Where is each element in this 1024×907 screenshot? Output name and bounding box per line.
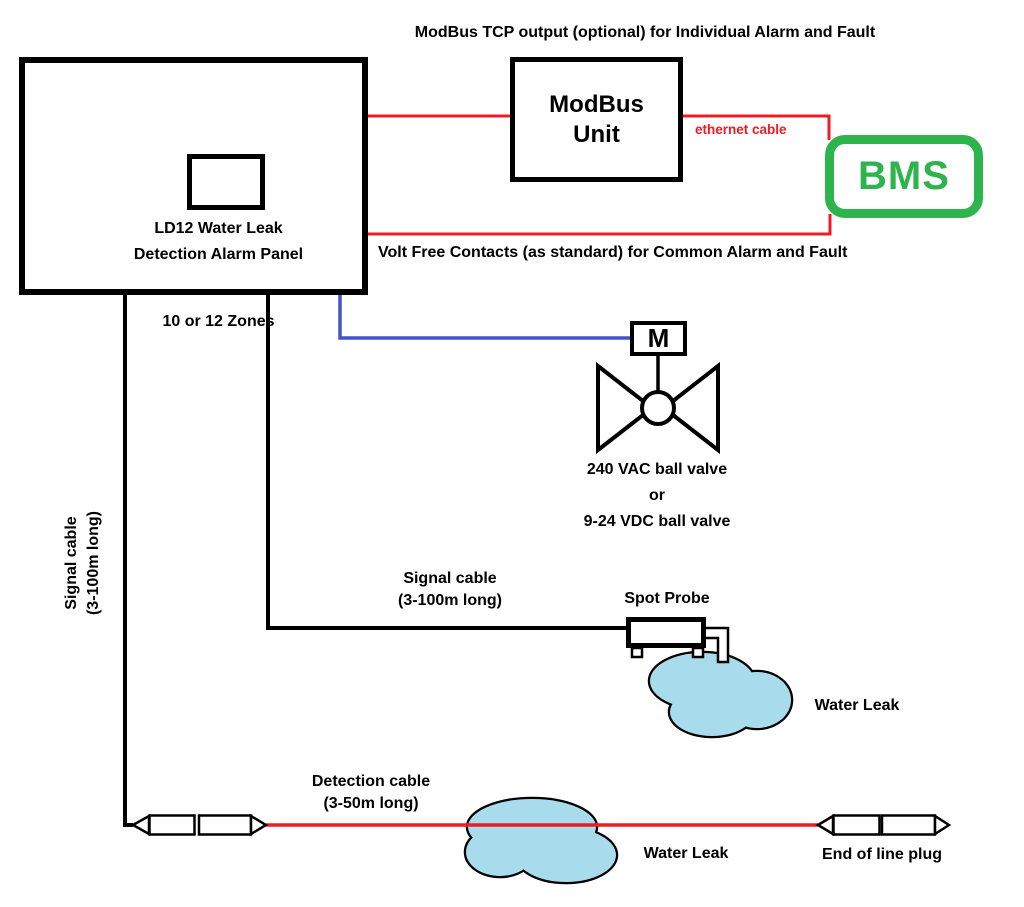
panel-title-line2: Detection Alarm Panel <box>133 246 304 263</box>
red-cable-volt-free <box>368 214 832 236</box>
panel-zones-label: 10 or 12 Zones <box>162 313 275 330</box>
panel-display-icon <box>187 154 265 210</box>
bms-box: BMS <box>825 135 983 218</box>
blue-cable-valve <box>338 293 632 340</box>
volt-free-note: Volt Free Contacts (as standard) for Com… <box>378 244 848 261</box>
detection-cable-line1: Detection cable <box>311 773 431 790</box>
panel-title: LD12 Water Leak Detection Alarm Panel <box>49 216 388 268</box>
modbus-tcp-note: ModBus TCP output (optional) for Individ… <box>414 24 876 41</box>
detection-cable-line2: (3-50m long) <box>323 795 419 812</box>
detection-cable-connector <box>130 813 269 837</box>
valve-caption-line1: 240 VAC ball valve <box>586 461 728 478</box>
signal-cable-mid-line1: Signal cable <box>403 570 497 587</box>
red-cable-ethernet <box>683 114 831 140</box>
spot-probe-label: Spot Probe <box>624 590 710 607</box>
water-leak-cable-label: Water Leak <box>643 845 729 862</box>
spot-probe-body <box>626 617 706 648</box>
valve-motor-box: M <box>630 321 687 356</box>
signal-cable-mid-label: Signal cable (3-100m long) <box>370 568 530 612</box>
detection-cable-label: Detection cable (3-50m long) <box>291 771 451 815</box>
panel-title-line1: LD12 Water Leak <box>154 220 283 237</box>
valve-caption-line3: 9-24 VDC ball valve <box>583 513 731 530</box>
modbus-unit-box: ModBus Unit <box>510 57 683 182</box>
signal-cable-left-label: Signal cable (3-100m long) <box>61 498 105 628</box>
alarm-panel-box: LD12 Water Leak Detection Alarm Panel 10… <box>19 57 368 330</box>
modbus-unit-line2: Unit <box>573 120 620 148</box>
signal-cable-left-line2: (3-100m long) <box>85 511 102 616</box>
valve-caption: 240 VAC ball valve or 9-24 VDC ball valv… <box>557 457 757 535</box>
signal-cable-mid-line <box>266 293 630 630</box>
water-leak-probe-label: Water Leak <box>814 697 900 714</box>
water-leak-cloud-probe <box>647 650 794 739</box>
signal-cable-left-line <box>123 293 133 827</box>
valve-motor-label: M <box>647 323 670 353</box>
spot-probe-feet <box>630 646 705 659</box>
end-of-line-label: End of line plug <box>822 846 942 863</box>
valve-caption-line2: or <box>649 487 665 504</box>
signal-cable-mid-line2: (3-100m long) <box>397 592 502 609</box>
modbus-unit-line1: ModBus <box>549 90 644 118</box>
signal-cable-left-line1: Signal cable <box>63 516 80 610</box>
ball-valve-symbol <box>596 354 720 455</box>
ethernet-cable-label: ethernet cable <box>695 122 787 137</box>
bms-label: BMS <box>858 154 950 198</box>
end-of-line-plug <box>815 813 952 837</box>
water-leak-cloud-cable <box>463 796 619 885</box>
